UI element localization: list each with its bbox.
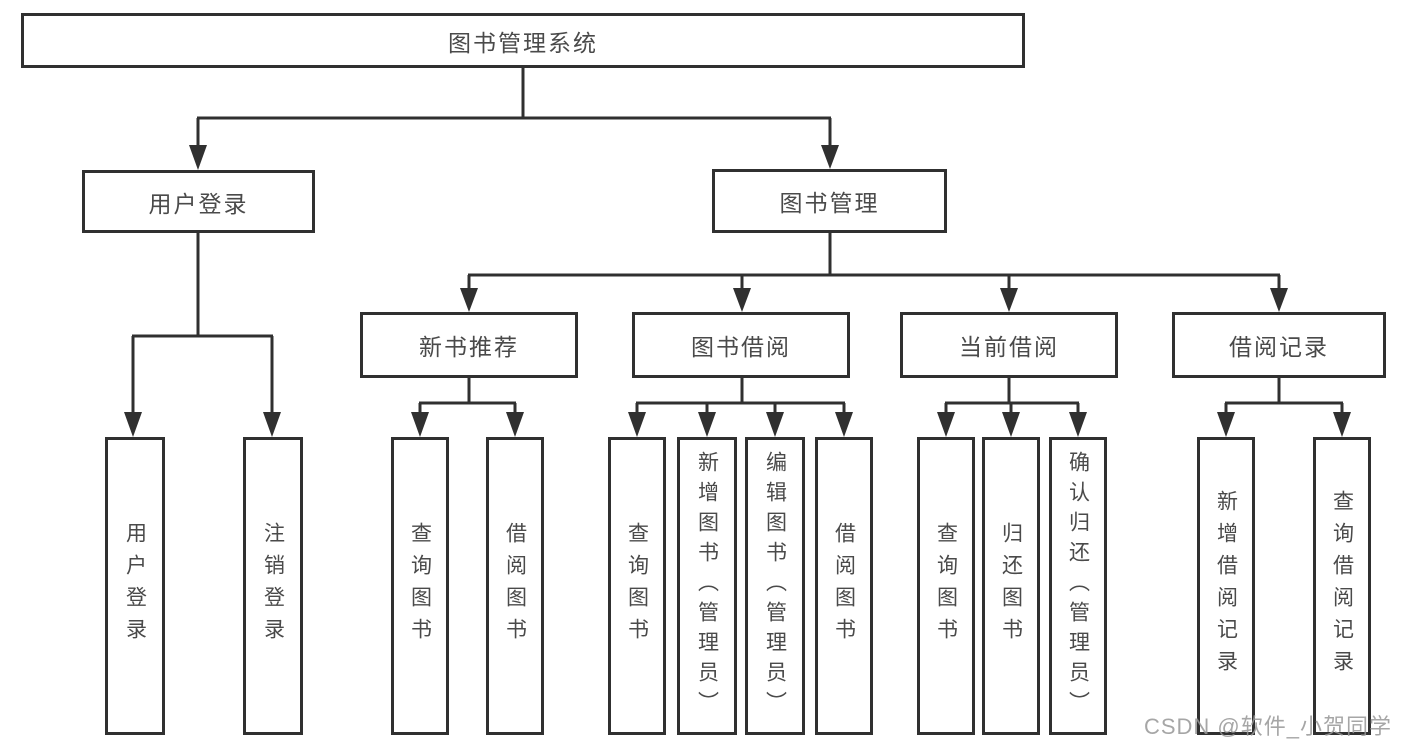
node-current-borrowing: 当前借阅 (900, 312, 1118, 378)
arrow-down-icons (124, 145, 1351, 437)
leaf-user-login: 用户登录 (105, 437, 165, 735)
leaf-current-query-books: 查询图书 (917, 437, 975, 735)
node-book-borrowing: 图书借阅 (632, 312, 850, 378)
leaf-borrowing-borrow-books: 借阅图书 (815, 437, 873, 735)
leaf-current-confirm-return-admin: 确认归还（管理员） (1049, 437, 1107, 735)
leaf-records-add-borrow-record: 新增借阅记录 (1197, 437, 1255, 735)
leaf-logout: 注销登录 (243, 437, 303, 735)
leaf-borrowing-edit-books-admin: 编辑图书（管理员） (745, 437, 805, 735)
leaf-current-return-books: 归还图书 (982, 437, 1040, 735)
leaf-newbook-query-books: 查询图书 (391, 437, 449, 735)
node-new-book-recommendation: 新书推荐 (360, 312, 578, 378)
leaf-borrowing-query-books: 查询图书 (608, 437, 666, 735)
connector-segments (131, 66, 1344, 416)
csdn-watermark: CSDN @软件_小贺同学 (1143, 714, 1392, 739)
node-borrow-records: 借阅记录 (1172, 312, 1386, 378)
leaf-newbook-borrow-books: 借阅图书 (486, 437, 544, 735)
leaf-borrowing-add-books-admin: 新增图书（管理员） (677, 437, 737, 735)
leaf-records-query-borrow-record: 查询借阅记录 (1313, 437, 1371, 735)
node-user-login-group: 用户登录 (82, 170, 315, 233)
node-book-management-group: 图书管理 (712, 169, 947, 233)
node-library-management-system: 图书管理系统 (21, 13, 1025, 68)
